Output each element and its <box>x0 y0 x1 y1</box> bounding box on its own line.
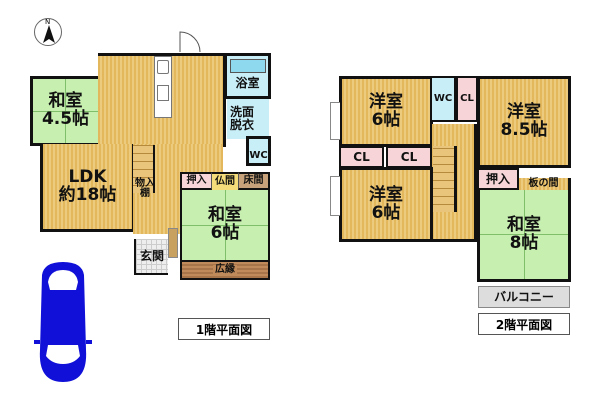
room-name-line2: 脱衣 <box>230 118 255 132</box>
storage-shelf: 物入 棚 <box>133 176 157 202</box>
room-washitsu-6: 和室 6帖 <box>180 190 270 260</box>
compass-north-label: N <box>45 18 51 26</box>
kitchen-counter <box>154 56 172 118</box>
room-name: 玄関 <box>139 248 164 263</box>
room-name: 洋室 <box>369 184 403 205</box>
room-wc: WC <box>246 136 271 166</box>
room-name: CL <box>353 149 370 164</box>
room-cl-left: CL <box>339 146 384 168</box>
room-name: LDK <box>68 166 107 187</box>
genkan-step <box>168 228 178 258</box>
room-size: 6帖 <box>371 109 401 130</box>
room-tokonoma: 床間 <box>238 172 270 190</box>
north-arrow-icon <box>43 25 55 43</box>
floor1-title: 1階平面図 <box>178 318 270 340</box>
room-youshitsu-8-5: 洋室 8.5帖 <box>477 76 571 168</box>
room-name: 広縁 <box>213 263 237 276</box>
room-size: 8帖 <box>509 232 539 253</box>
room-cl-top: CL <box>456 76 478 122</box>
room-engawa: 広縁 <box>180 260 270 280</box>
room-name: 和室 <box>507 214 541 235</box>
room-name: WC <box>249 149 268 161</box>
bathtub-icon <box>230 59 266 73</box>
room-name: WC <box>433 92 453 104</box>
room-washroom: 洗面 脱衣 <box>227 99 269 139</box>
room-butsuma: 仏間 <box>212 172 238 190</box>
sink-icon <box>157 85 169 101</box>
room-size: 6帖 <box>210 223 240 243</box>
room-youshitsu-6-bottom: 洋室 6帖 <box>339 167 433 242</box>
storage-label-1: 物入 <box>135 177 155 189</box>
bay-window <box>330 176 340 216</box>
room-oshiire-2f: 押入 <box>477 168 519 190</box>
room-name-line1: 洗面 <box>230 105 255 120</box>
room-genkan: 玄関 <box>134 239 168 275</box>
stairs-2f <box>433 146 457 212</box>
room-name: 和室 <box>208 205 242 226</box>
stove-icon <box>157 60 169 74</box>
room-youshitsu-6-top: 洋室 6帖 <box>339 76 433 147</box>
room-washitsu-4-5: 和室 4.5帖 <box>30 76 101 146</box>
room-name: 押入 <box>186 174 207 186</box>
room-name: 和室 <box>48 91 83 112</box>
room-bath: 浴室 <box>224 53 271 99</box>
room-name: 押入 <box>485 171 510 186</box>
stairs <box>133 145 155 193</box>
room-name: CL <box>400 149 418 164</box>
room-wc-2f: WC <box>432 76 456 122</box>
room-oshiire: 押入 <box>180 172 212 190</box>
room-size: 約18帖 <box>58 184 117 205</box>
balcony: バルコニー <box>478 286 570 308</box>
room-cl-mid: CL <box>386 146 432 168</box>
compass: N <box>34 18 62 46</box>
room-name: 浴室 <box>235 76 260 91</box>
floor2-title: 2階平面図 <box>478 313 570 335</box>
room-washitsu-8: 和室 8帖 <box>477 190 571 282</box>
storage-label-2: 棚 <box>140 188 150 199</box>
room-name: 洋室 <box>369 91 403 112</box>
room-size: 6帖 <box>371 202 401 223</box>
bay-window <box>330 102 340 140</box>
room-size: 8.5帖 <box>500 120 548 140</box>
door-swing-icon <box>179 31 201 53</box>
room-name: 板の間 <box>528 177 559 189</box>
room-name: 仏間 <box>215 175 235 187</box>
room-name: CL <box>460 92 474 104</box>
room-itanoma: 板の間 <box>519 178 571 190</box>
balcony-label: バルコニー <box>494 289 554 304</box>
room-name: 洋室 <box>507 102 541 123</box>
car-icon <box>34 262 92 382</box>
room-ldk-label-area: LDK 約18帖 <box>40 144 135 232</box>
room-size: 4.5帖 <box>41 109 90 129</box>
room-name: 床間 <box>243 174 264 186</box>
